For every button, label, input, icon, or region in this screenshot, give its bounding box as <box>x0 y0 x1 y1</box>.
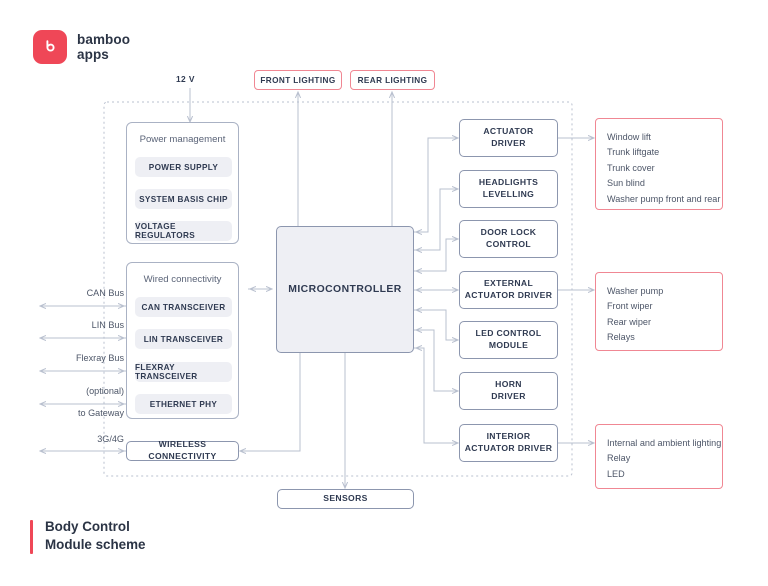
block-can-transceiver-label: CAN TRANSCEIVER <box>141 302 226 312</box>
brand-name-line1: bamboo <box>77 31 131 47</box>
block-power-supply[interactable]: POWER SUPPLY <box>135 157 232 177</box>
block-voltage-regulators-label: VOLTAGE REGULATORS <box>135 222 196 240</box>
list-item: Internal and ambient lighting <box>607 438 722 448</box>
block-system-basis-chip[interactable]: SYSTEM BASIS CHIP <box>135 189 232 209</box>
node-actuator-driver-label: ACTUATOR DRIVER <box>483 126 534 148</box>
block-voltage-regulators[interactable]: VOLTAGE REGULATORS <box>135 221 232 241</box>
node-sensors[interactable]: SENSORS <box>277 489 414 509</box>
node-headlights-levelling[interactable]: HEADLIGHTS LEVELLING <box>459 170 558 208</box>
figure-caption: Body Control Module scheme <box>30 518 145 554</box>
list-item: Window lift <box>607 132 651 142</box>
node-interior-actuator-driver-label: INTERIOR ACTUATOR DRIVER <box>464 431 553 453</box>
list-item: Trunk cover <box>607 162 655 173</box>
output-list-external-actuator-items: Washer pump Front wiper Rear wiper Relay… <box>607 284 722 346</box>
block-ethernet-phy[interactable]: ETHERNET PHY <box>135 394 232 414</box>
group-wired-connectivity-title: Wired connectivity <box>143 274 222 285</box>
node-rear-lighting[interactable]: REAR LIGHTING <box>350 70 435 90</box>
list-item: Relay <box>607 453 631 464</box>
node-external-actuator-driver[interactable]: EXTERNAL ACTUATOR DRIVER <box>459 271 558 309</box>
node-led-control-module[interactable]: LED CONTROL MODULE <box>459 321 558 359</box>
node-door-lock-control-label: DOOR LOCK CONTROL <box>480 227 537 249</box>
caption-line1: Body Control <box>45 519 130 534</box>
node-horn-driver-label: HORN DRIVER <box>491 379 526 401</box>
caption-text: Body Control Module scheme <box>45 518 145 554</box>
output-list-external-actuator: Washer pump Front wiper Rear wiper Relay… <box>595 272 723 351</box>
output-list-actuator: Window lift Trunk liftgate Trunk cover S… <box>595 118 723 210</box>
node-led-control-module-label: LED CONTROL MODULE <box>475 328 542 350</box>
node-door-lock-control[interactable]: DOOR LOCK CONTROL <box>459 220 558 258</box>
group-power-management-title: Power management <box>139 134 226 145</box>
node-rear-lighting-label: REAR LIGHTING <box>357 75 428 85</box>
node-front-lighting-label: FRONT LIGHTING <box>260 75 336 85</box>
block-can-transceiver[interactable]: CAN TRANSCEIVER <box>135 297 232 317</box>
block-power-supply-label: POWER SUPPLY <box>148 162 219 172</box>
node-front-lighting[interactable]: FRONT LIGHTING <box>254 70 342 90</box>
block-ethernet-phy-label: ETHERNET PHY <box>149 399 218 409</box>
block-lin-transceiver[interactable]: LIN TRANSCEIVER <box>135 329 232 349</box>
bamboo-b-icon <box>33 30 67 64</box>
node-wireless-connectivity-label: WIRELESS CONNECTIVITY <box>148 439 217 461</box>
list-item: Sun blind <box>607 178 645 189</box>
block-system-basis-chip-label: SYSTEM BASIS CHIP <box>139 194 228 204</box>
node-sensors-label: SENSORS <box>323 493 368 504</box>
caption-line2: Module scheme <box>45 537 146 553</box>
node-interior-actuator-driver[interactable]: INTERIOR ACTUATOR DRIVER <box>459 424 558 462</box>
node-headlights-levelling-label: HEADLIGHTS LEVELLING <box>478 177 539 199</box>
power-input-label: 12 V <box>176 74 195 84</box>
node-microcontroller[interactable]: MICROCONTROLLER <box>276 226 414 353</box>
bus-label-3g4g: 3G/4G <box>97 434 124 444</box>
group-power-management: Power management POWER SUPPLY SYSTEM BAS… <box>126 122 239 244</box>
output-list-interior-actuator-items: Internal and ambient lighting Relay LED <box>607 436 722 482</box>
list-item: Rear wiper <box>607 316 651 327</box>
list-item: Front wiper <box>607 301 653 312</box>
bus-label-to-gateway: to Gateway <box>78 408 124 418</box>
group-wired-connectivity: Wired connectivity CAN TRANSCEIVER LIN T… <box>126 262 239 419</box>
list-item: Washer pump front and rear <box>607 193 721 204</box>
list-item: LED <box>607 468 625 479</box>
bus-label-can: CAN Bus <box>86 288 124 298</box>
output-list-interior-actuator: Internal and ambient lighting Relay LED <box>595 424 723 489</box>
bus-label-optional: (optional) <box>86 386 124 396</box>
bus-label-lin: LIN Bus <box>91 320 124 330</box>
node-wireless-connectivity[interactable]: WIRELESS CONNECTIVITY <box>126 439 239 461</box>
list-item: Relays <box>607 332 635 343</box>
block-lin-transceiver-label: LIN TRANSCEIVER <box>143 334 224 344</box>
list-item: Trunk liftgate <box>607 147 660 158</box>
brand-name-line2: apps <box>77 47 109 62</box>
node-external-actuator-driver-label: EXTERNAL ACTUATOR DRIVER <box>464 278 553 300</box>
bus-label-flexray: Flexray Bus <box>75 353 124 363</box>
block-flexray-transceiver-label: FLEXRAY TRANSCEIVER <box>135 363 198 381</box>
list-item: Washer pump <box>607 286 664 296</box>
brand-logo: bamboo apps <box>33 30 130 64</box>
node-actuator-driver[interactable]: ACTUATOR DRIVER <box>459 119 558 157</box>
caption-accent-bar <box>30 520 33 554</box>
block-flexray-transceiver[interactable]: FLEXRAY TRANSCEIVER <box>135 362 232 382</box>
output-list-actuator-items: Window lift Trunk liftgate Trunk cover S… <box>607 130 722 207</box>
node-horn-driver[interactable]: HORN DRIVER <box>459 372 558 410</box>
node-microcontroller-label: MICROCONTROLLER <box>288 284 402 295</box>
brand-name: bamboo apps <box>77 32 130 62</box>
